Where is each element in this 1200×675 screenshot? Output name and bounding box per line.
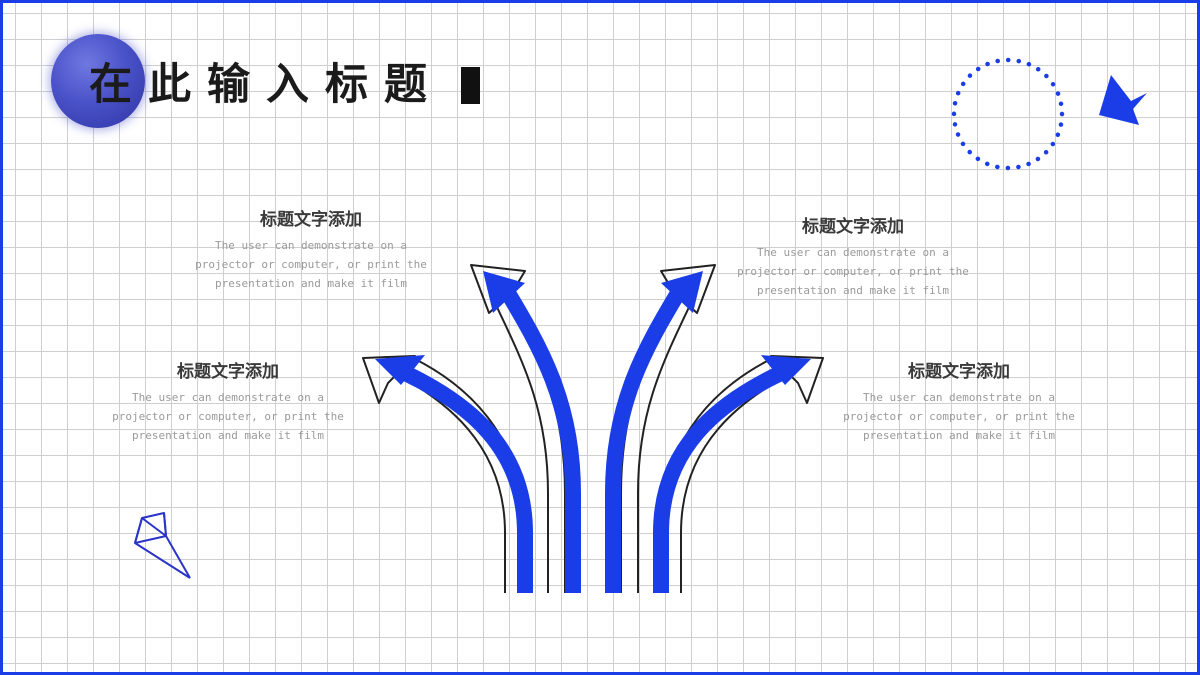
- page-title: 在此输入标题: [89, 60, 443, 110]
- planet-icon: [51, 34, 145, 128]
- branching-arrows-icon: [362, 264, 824, 593]
- crystal-icon: [134, 512, 191, 579]
- block-title: 标题文字添加: [177, 362, 279, 382]
- title-bar-decoration: [461, 67, 480, 104]
- block-title: 标题文字添加: [908, 362, 1010, 382]
- dotted-circle-icon: [951, 57, 1065, 171]
- triangle-icon: [1099, 75, 1147, 125]
- block-title: 标题文字添加: [260, 210, 362, 230]
- block-title: 标题文字添加: [802, 217, 904, 237]
